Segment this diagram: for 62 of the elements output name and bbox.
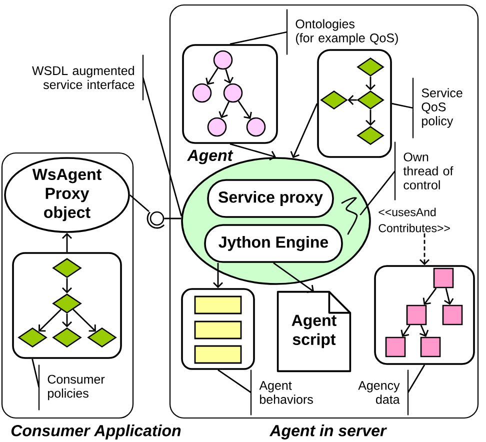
leader-line — [407, 364, 426, 393]
arrow — [224, 69, 234, 84]
arrow — [366, 76, 376, 90]
rounded-box — [12, 252, 122, 359]
annotation: Agency data — [358, 370, 409, 416]
frame-title: Consumer Application — [11, 424, 181, 440]
circle — [207, 117, 227, 137]
rounded-box — [182, 44, 278, 144]
annotation: Service QoS policy — [412, 78, 462, 138]
bar — [194, 320, 242, 340]
interface-symbol — [146, 211, 165, 229]
circle — [223, 83, 243, 103]
arrow — [420, 233, 430, 266]
connector-line — [164, 218, 182, 220]
annotation: Ontologies (for example QoS) — [286, 9, 398, 55]
thread-squiggle — [341, 197, 358, 235]
arrow — [72, 308, 96, 332]
leader-line — [142, 77, 182, 216]
square — [433, 268, 454, 288]
component-pill: Service proxy — [207, 179, 334, 218]
arrow — [366, 110, 376, 126]
annotation: Agent behaviors — [250, 370, 313, 416]
square — [442, 304, 463, 326]
rounded-box — [374, 265, 475, 365]
arrow — [290, 103, 318, 158]
bar — [194, 345, 242, 364]
bar — [194, 296, 242, 314]
rounded-box — [181, 288, 255, 370]
arrow — [273, 262, 314, 293]
rounded-box — [317, 49, 392, 158]
frame-title: Agent in server — [269, 424, 387, 440]
leader-line — [360, 170, 396, 216]
arrow — [218, 101, 230, 118]
arrow — [238, 100, 252, 119]
leader-line — [218, 369, 252, 394]
leader-line — [32, 358, 40, 388]
arrow — [444, 288, 454, 305]
leader-line — [230, 31, 288, 45]
circle — [246, 117, 266, 137]
square — [406, 304, 427, 326]
arrow — [213, 262, 223, 288]
annotation: Own thread of control — [394, 142, 454, 200]
arrow — [62, 278, 72, 294]
component-pill: Jython Engine — [204, 224, 343, 263]
arrow — [38, 308, 62, 332]
connector-line — [129, 194, 150, 212]
stereotype-text: <<usesAnd Contributes>> — [378, 208, 450, 232]
arrow — [422, 288, 437, 305]
arrow — [400, 324, 410, 337]
square — [385, 336, 406, 358]
arrow — [62, 232, 72, 252]
annotation: Consumer policies — [38, 364, 105, 410]
annotation: WSDL augmented service interface — [32, 54, 144, 100]
circle — [192, 83, 212, 103]
circle — [213, 50, 233, 70]
square — [420, 336, 441, 358]
arrow — [419, 324, 429, 337]
arrow — [206, 68, 218, 85]
arrow — [62, 314, 72, 328]
leader-line — [392, 102, 414, 109]
arrow — [230, 143, 276, 161]
ellipse-title: Agent — [187, 150, 234, 164]
